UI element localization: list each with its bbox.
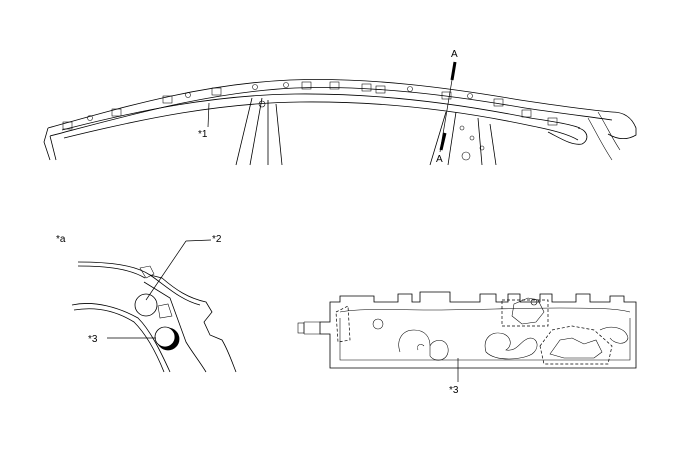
bolt [252, 84, 258, 90]
callout-1-label: *1 [198, 129, 208, 140]
curtain-airbag-flat-view [297, 291, 637, 382]
left-tab-end [297, 322, 305, 334]
clip [162, 95, 173, 104]
roof-rail-outer-line [47, 79, 613, 129]
clip [111, 108, 122, 117]
clip [375, 85, 386, 94]
roof-rail-inner-line [49, 87, 613, 137]
airbag-outline [319, 291, 637, 369]
section-label-a-bottom: A [436, 154, 443, 165]
rear-chamber [549, 337, 603, 359]
non-inflation-zone-2 [484, 332, 538, 360]
b-pillar-lines [235, 97, 283, 166]
c-pillar-lines [429, 111, 497, 166]
roof-side-rail-view [43, 61, 637, 166]
right-loop [599, 326, 629, 344]
bolt [185, 92, 191, 98]
section-label-a-top: A [451, 49, 458, 60]
bolt [87, 115, 93, 121]
section-line-a [439, 61, 457, 153]
airbag-rear-loop [547, 127, 588, 145]
rear-chamber-dashed [539, 325, 613, 365]
b-pillar [235, 97, 283, 166]
detail-bracket [157, 303, 173, 319]
detail-headliner [71, 303, 171, 373]
clip [211, 87, 222, 96]
section-mark-top [450, 61, 457, 81]
c-pillar [429, 111, 497, 166]
left-tether-dashed [335, 305, 351, 343]
bolt [467, 93, 473, 99]
inner-seam [339, 307, 631, 361]
clip [361, 83, 372, 92]
bolt [407, 86, 413, 92]
b-pillar-bolt [258, 100, 266, 108]
rear-body-panel-detail [587, 111, 621, 161]
c-pillar-hole [469, 135, 475, 141]
mounting-clips [62, 81, 558, 130]
non-inflation-circle [372, 318, 384, 330]
bolt [283, 82, 289, 88]
c-pillar-hole [459, 125, 465, 131]
callout-a-label: *a [56, 234, 66, 245]
rear-body-panel [607, 111, 637, 140]
callout-3-airbag-label: *3 [449, 385, 459, 396]
detail-clip [139, 265, 155, 279]
detail-inner-panel [143, 281, 207, 373]
detail-roof-flange [149, 274, 237, 373]
non-inflation-zone-1 [398, 329, 449, 361]
section-a-detail [71, 239, 237, 373]
airbag-upper-edge [61, 93, 581, 131]
callout-2-label: *2 [212, 234, 222, 245]
clip [547, 117, 558, 126]
inflator-area-dashed [501, 299, 549, 327]
inflator-connector [530, 298, 538, 306]
airbag-lower-edge [63, 101, 579, 141]
c-pillar-hole [479, 145, 485, 151]
clip [441, 91, 452, 100]
clip [521, 109, 532, 118]
left-tab [303, 321, 320, 335]
clip [329, 81, 340, 90]
airbag-section-upper [134, 293, 158, 317]
callout-2-leader [145, 240, 187, 301]
detail-outer-panel-2 [77, 265, 146, 279]
clip [493, 98, 504, 107]
rail-left-end [43, 127, 57, 161]
airbag-section-lower [154, 326, 176, 348]
section-mark-bottom [439, 132, 447, 151]
detail-headliner-2 [73, 308, 165, 373]
callout-1-leader [207, 102, 210, 128]
c-pillar-bolt [461, 151, 471, 161]
detail-outer-panel [77, 261, 201, 306]
callout-3-detail-label: *3 [88, 334, 98, 345]
callout-2-leader-h [185, 239, 212, 242]
inflator [511, 297, 545, 325]
clip [62, 121, 73, 130]
clip [301, 81, 312, 90]
